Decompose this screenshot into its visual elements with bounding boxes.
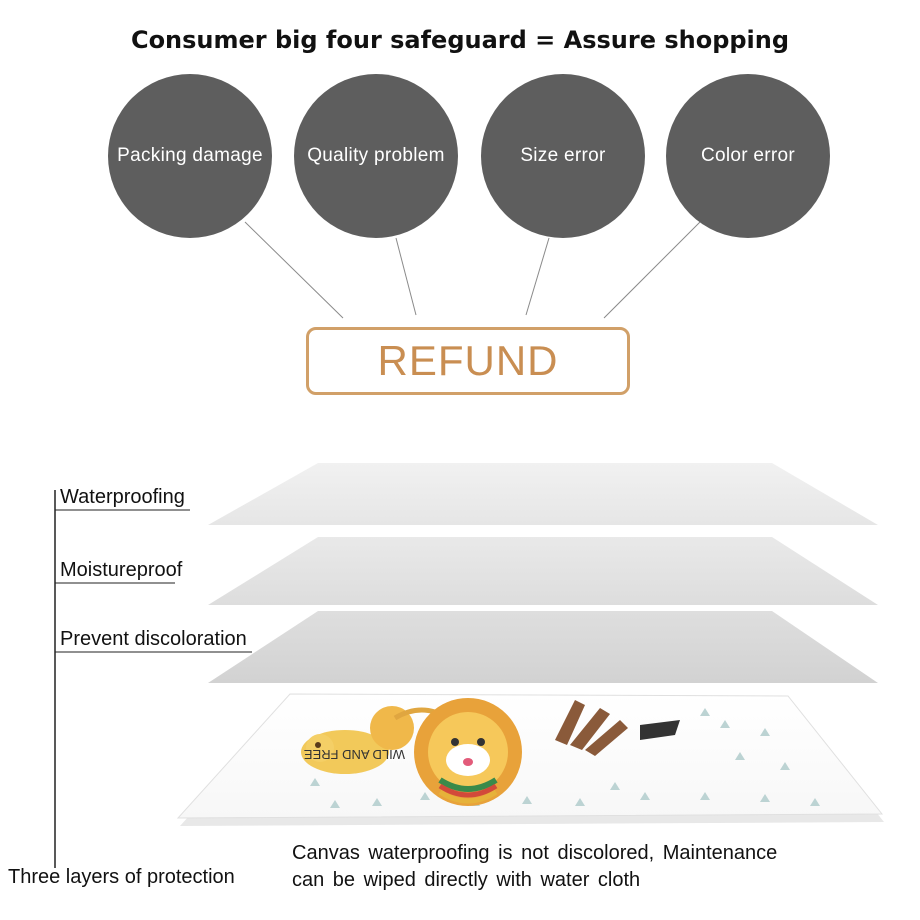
page-title: Consumer big four safeguard = Assure sho… [130,26,790,54]
guarantee-circle-packing-damage: Packing damage [108,74,272,238]
guarantee-label: Quality problem [307,145,445,166]
layer-label-moistureproof: Moistureproof [60,559,183,581]
guarantee-circle-quality-problem: Quality problem [294,74,458,238]
layer-moistureproof [208,537,878,605]
caption: Canvas waterproofing is not discolored, … [292,840,812,894]
lion-cub-illustration [301,706,436,774]
guarantee-circle-size-error: Size error [481,74,645,238]
guarantee-circle-color-error: Color error [666,74,830,238]
connector-line-2 [395,237,417,316]
layer-prevent-discoloration [208,611,878,683]
caption-line-2: can be wiped directly with water cloth [292,869,641,891]
layer-label-prevent-discoloration: Prevent discoloration [60,628,247,650]
guarantee-label: Color error [700,145,796,166]
lion-head-illustration [414,698,680,806]
connector-line-3 [525,237,550,316]
caption-line-1: Canvas waterproofing is not discolored, … [292,842,778,864]
connector-lines [244,221,701,319]
canvas-print: WILD AND FREE [176,693,884,826]
guarantee-label: Size error [520,145,606,166]
guarantee-label: Packing damage [117,145,263,166]
canvas-artwork-text: WILD AND FREE [304,747,405,762]
connector-line-4 [603,221,701,319]
layer-waterproofing [208,463,878,525]
refund-box: REFUND [306,327,630,395]
connector-line-1 [244,221,344,319]
three-layers-label: Three layers of protection [8,866,235,888]
refund-label: REFUND [377,337,559,384]
layer-label-waterproofing: Waterproofing [60,486,185,508]
